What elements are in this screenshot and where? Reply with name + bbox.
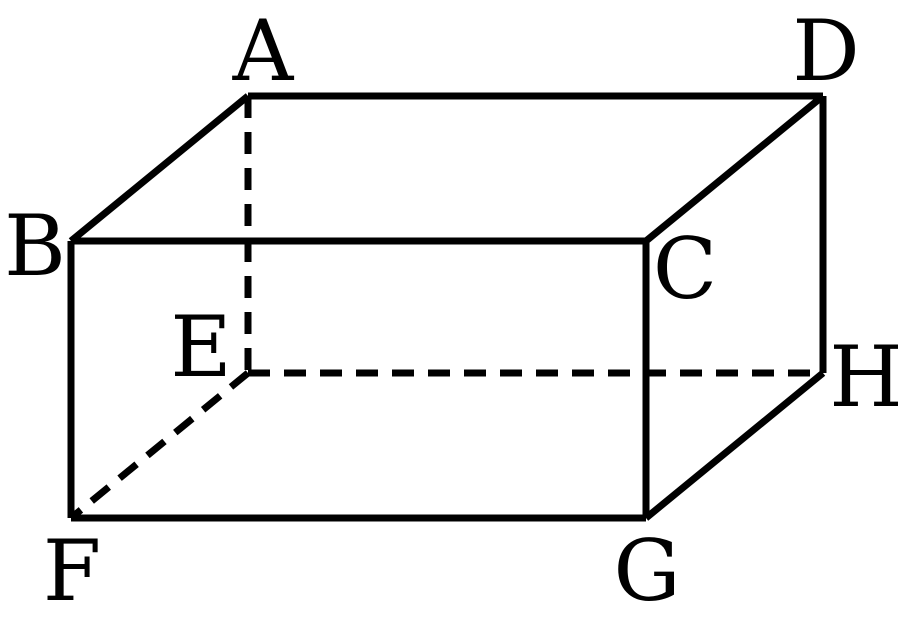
vertex-labels: A B C D E F G H — [4, 2, 903, 620]
prism-edges — [67, 92, 827, 522]
edge-cd — [643, 93, 826, 244]
vertex-label-h: H — [829, 328, 902, 426]
vertex-label-e: E — [170, 298, 231, 396]
hidden-edge-ef — [68, 370, 251, 521]
vertex-label-a: A — [232, 2, 295, 100]
vertex-label-f: F — [43, 522, 101, 620]
vertex-label-b: B — [4, 197, 66, 295]
vertex-label-g: G — [613, 522, 680, 620]
vertex-label-d: D — [792, 2, 859, 100]
edge-ab — [68, 93, 251, 244]
vertex-label-c: C — [653, 220, 717, 318]
edge-gh — [643, 370, 826, 521]
